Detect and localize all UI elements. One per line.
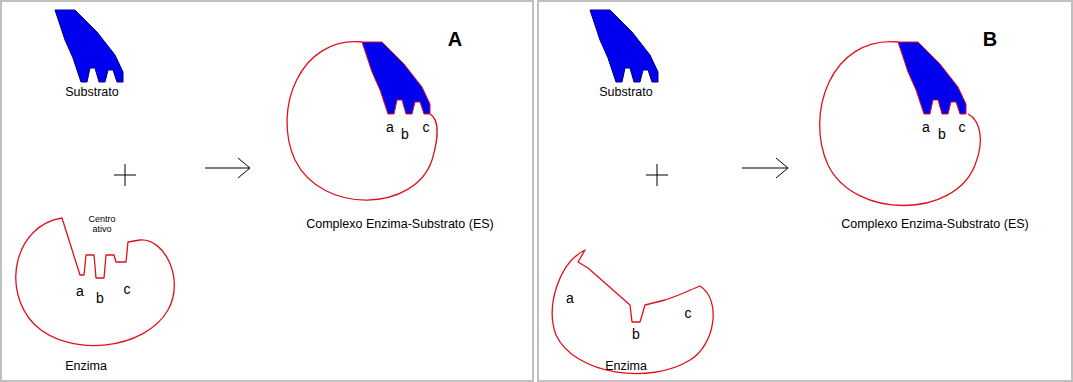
- panel-frame: [538, 1, 1072, 381]
- caption-label: Enzima: [65, 359, 107, 373]
- binding-site-letter: a: [922, 119, 930, 135]
- binding-site-letter: b: [401, 126, 409, 142]
- caption-label: Complexo Enzima-Substrato (ES): [306, 217, 494, 231]
- caption-label: Complexo Enzima-Substrato (ES): [841, 217, 1029, 231]
- plus-symbol: [114, 164, 136, 186]
- binding-site-letter: c: [124, 281, 131, 297]
- binding-site-letter: a: [76, 283, 84, 299]
- enzyme-shape: a b cEnzima: [540, 240, 730, 382]
- binding-site-letter: c: [959, 119, 966, 135]
- panel-letter: B: [983, 28, 997, 51]
- substrate-label: Substrato: [65, 85, 119, 99]
- reaction-arrow: [742, 158, 788, 178]
- binding-site-letter: c: [423, 119, 430, 135]
- enzyme-shape: abcComplexo Enzima-Substrato (ES): [805, 30, 1067, 240]
- bound-substrate: [898, 42, 966, 114]
- enzyme-shape: Centro ativo ab cEnzima: [0, 205, 195, 382]
- substrate-shape: [590, 10, 658, 82]
- binding-site-letter: b: [938, 126, 946, 142]
- binding-site-letter: c: [685, 305, 692, 321]
- binding-site-letter: a: [566, 290, 574, 306]
- substrate-shape: [55, 10, 123, 82]
- site-label: Centro ativo: [82, 214, 122, 235]
- panel-letter: A: [448, 28, 462, 51]
- caption-label: Enzima: [605, 359, 647, 373]
- reaction-arrow: [205, 158, 250, 178]
- plus-symbol: [646, 164, 668, 186]
- substrate-label: Substrato: [599, 85, 653, 99]
- enzyme-outline: [805, 30, 1067, 240]
- binding-site-letter: b: [96, 290, 104, 306]
- panel-frame: [1, 1, 533, 381]
- binding-site-letter: a: [386, 119, 394, 135]
- binding-site-letter: b: [632, 326, 640, 342]
- bound-substrate: [362, 42, 430, 114]
- enzyme-shape: abcComplexo Enzima-Substrato (ES): [280, 30, 525, 240]
